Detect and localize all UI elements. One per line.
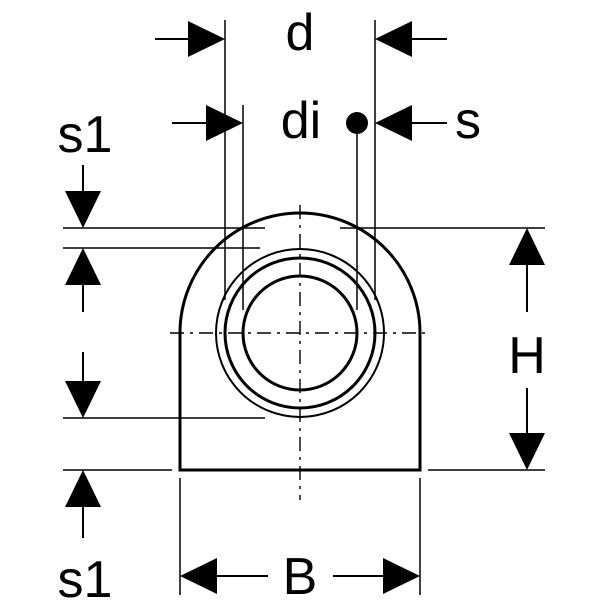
s-dot <box>346 112 368 134</box>
s1-bottom-label: s1 <box>58 551 113 600</box>
d-label: d <box>286 4 315 62</box>
b-arrow-right <box>383 558 420 594</box>
s-label: s <box>455 92 481 150</box>
s1-top-arrow-down <box>65 191 101 228</box>
b-label: B <box>283 548 318 600</box>
h-arrow-up <box>509 228 545 265</box>
di-label: di <box>281 92 321 150</box>
d-arrow-right <box>375 21 412 57</box>
s1-bottom-arrow-up <box>65 470 101 507</box>
s-arrow <box>375 105 412 141</box>
h-arrow-down <box>509 433 545 470</box>
bracket-outline <box>178 211 422 472</box>
s1-top-label: s1 <box>58 106 113 164</box>
d-arrow-left <box>188 21 225 57</box>
b-arrow-left <box>180 558 217 594</box>
di-arrow-left <box>206 105 243 141</box>
s1-bottom-arrow-down <box>65 381 101 418</box>
s1-top-arrow-up <box>65 248 101 285</box>
h-label: H <box>508 327 546 385</box>
